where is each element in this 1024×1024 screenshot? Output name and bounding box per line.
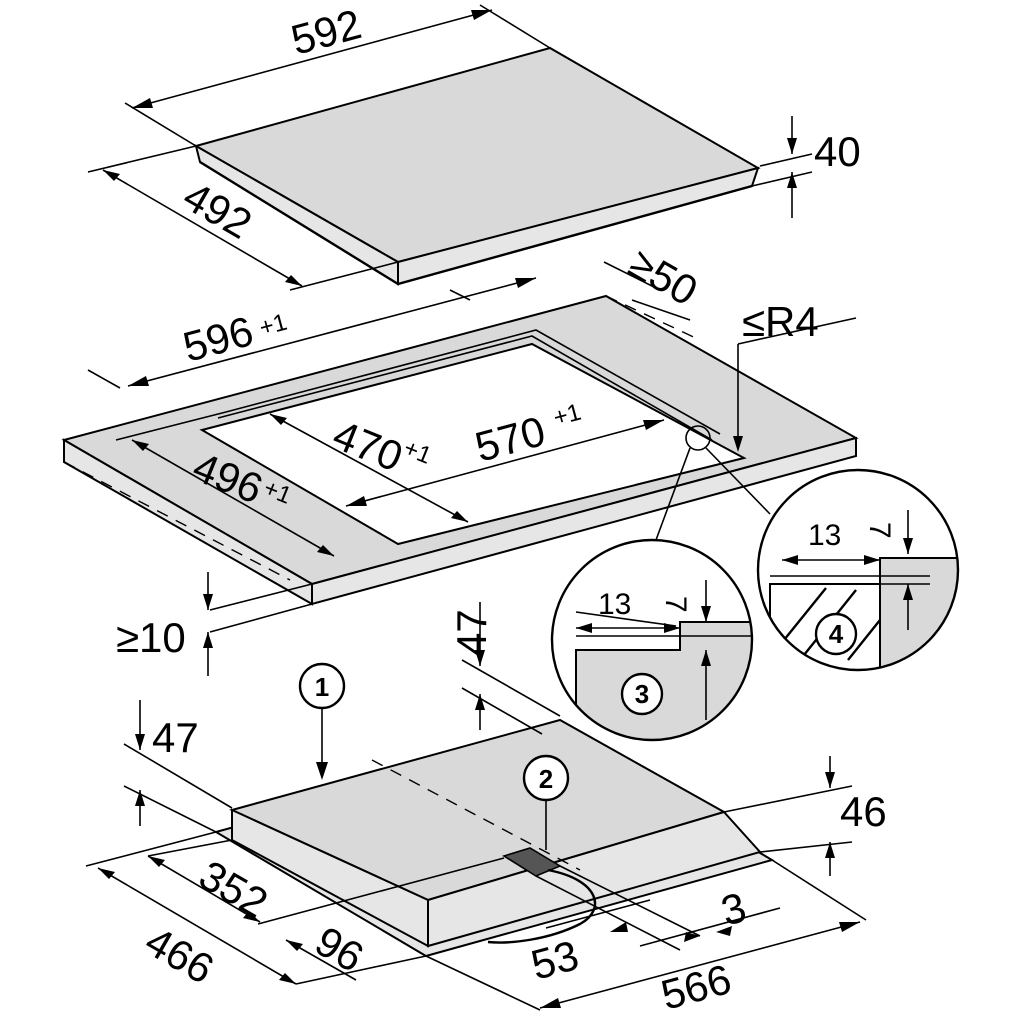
hob-height-label: 40 — [814, 128, 861, 175]
underside-height-dimension: 46 — [723, 756, 887, 876]
detail-3-height-label: 7 — [659, 596, 692, 613]
rear-clearance-label: ≥50 — [622, 239, 706, 315]
detail-3-circle: 13 7 3 — [550, 538, 754, 742]
hob-height-dimension: 40 — [751, 116, 861, 218]
detail-4-height-label: 7 — [863, 522, 896, 539]
detail-4-width-label: 13 — [808, 519, 841, 552]
callout-1: 1 — [298, 662, 346, 780]
hob-width-label: 592 — [286, 0, 366, 64]
detail-3-marker — [620, 672, 664, 716]
underside-edge-gap-label: 3 — [716, 883, 751, 934]
underside-height-label: 46 — [840, 788, 887, 835]
front-clearance-label: ≥10 — [116, 614, 186, 661]
underside-rear-offset-dimension: 47 — [448, 602, 561, 735]
callout-2-number: 2 — [539, 764, 553, 794]
hob-top-surface — [193, 46, 761, 264]
corner-detail-marker — [685, 425, 711, 451]
detail-4-number: 4 — [829, 619, 844, 649]
underside-box-offset-label: 96 — [308, 917, 372, 981]
detail-4-marker — [814, 612, 858, 656]
cutout-opening — [199, 342, 747, 546]
detail-3-width-label: 13 — [598, 588, 631, 621]
callout-1-number: 1 — [315, 672, 329, 702]
underside-left-offset-dimension: 47 — [123, 700, 233, 833]
front-clearance-dimension: ≥10 — [116, 572, 313, 676]
underside-left-offset-label: 47 — [152, 714, 199, 761]
callout-2: 2 — [522, 754, 570, 850]
underside-depth-label: 466 — [138, 917, 222, 993]
underside-inner-depth-label: 352 — [192, 851, 276, 927]
detail-4-circle: 13 7 4 — [756, 468, 960, 672]
connection-cable — [487, 868, 597, 944]
detail-3-number: 3 — [635, 679, 649, 709]
cutout-outer-width-tolerance: +1 — [257, 309, 290, 342]
worktop-right-edge — [311, 436, 857, 606]
corner-radius-dimension: ≤R4 — [733, 298, 857, 452]
underside-rear-offset-label: 47 — [448, 609, 495, 656]
cutout-outer-width-label: 596 — [178, 307, 258, 371]
underside-edge-gap-dimension: 3 — [639, 883, 781, 947]
worktop-drawing — [61, 294, 859, 606]
hob-bottom-outline — [199, 160, 753, 286]
underside-width-label: 566 — [656, 955, 736, 1019]
hob-underside-drawing — [213, 718, 775, 958]
corner-radius-label: ≤R4 — [742, 298, 819, 345]
hob-drawing — [193, 46, 761, 286]
